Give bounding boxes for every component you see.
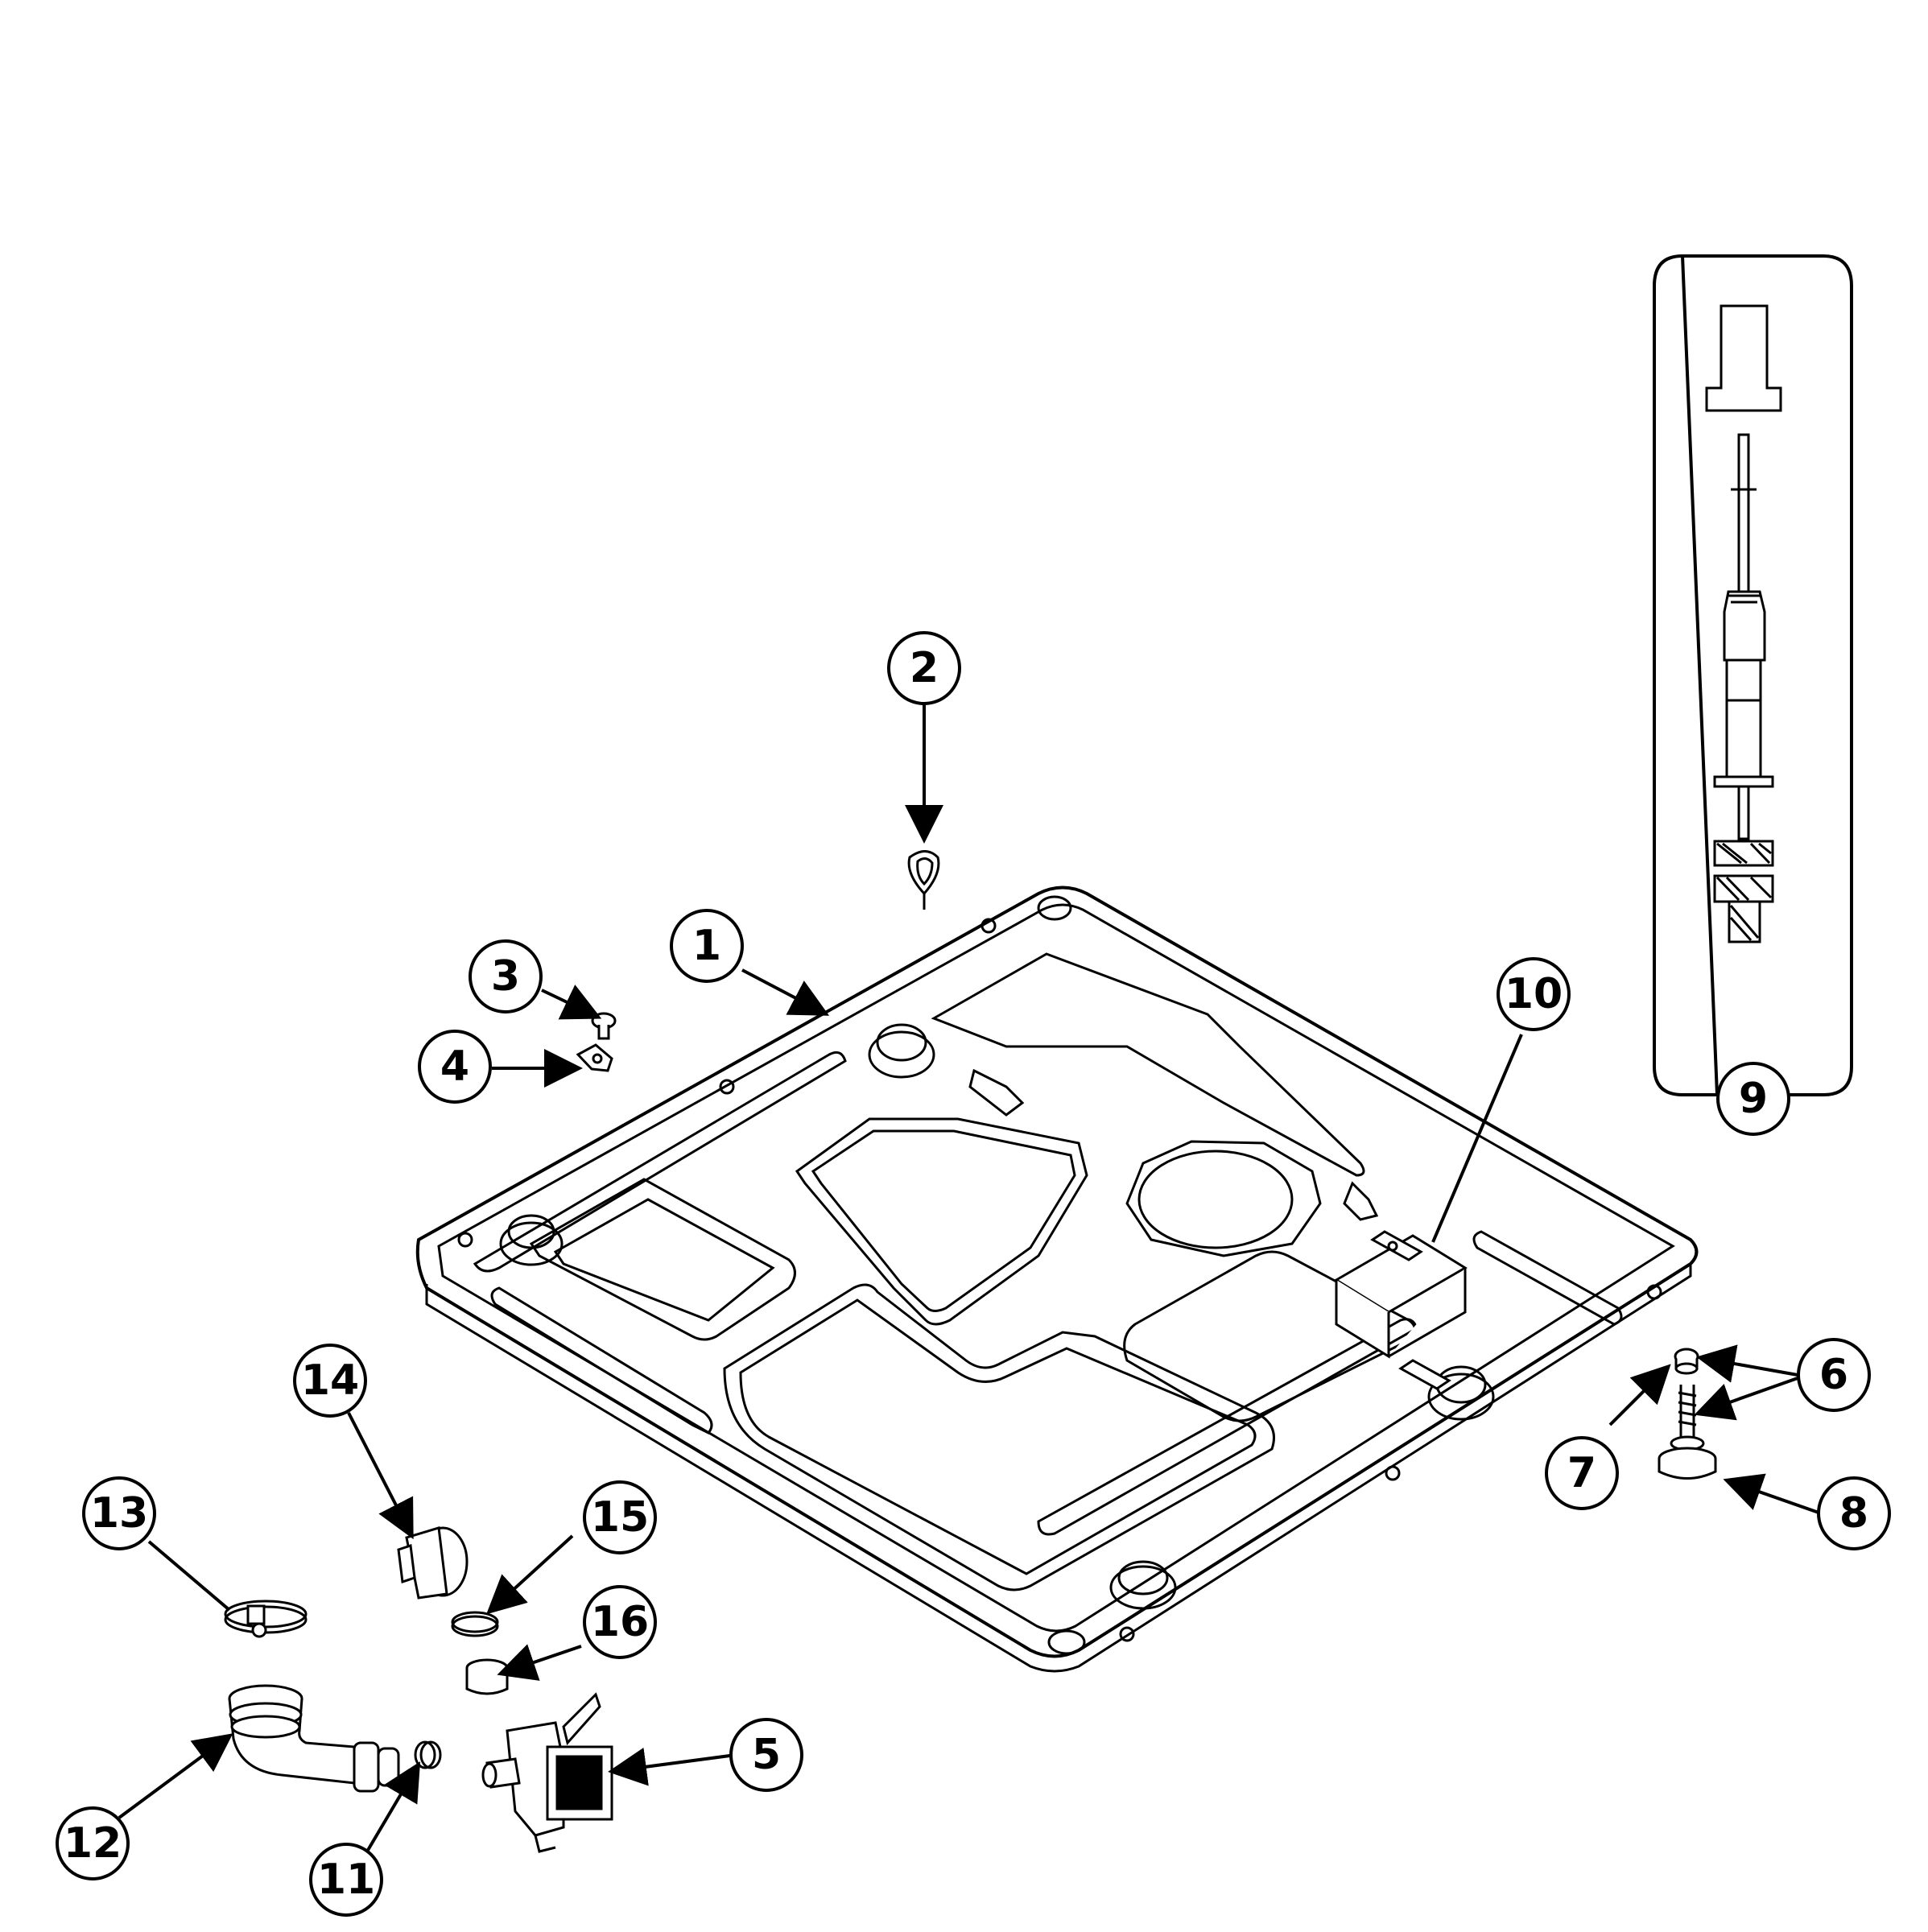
callout-10: 10 [1497,957,1571,1031]
screw [591,1012,617,1040]
pressure-switch [397,1526,469,1600]
clip-nut [576,1043,613,1072]
callout-13-label: 13 [90,1489,148,1538]
small-clamp [414,1740,442,1769]
callout-16-label: 16 [591,1598,649,1646]
ring-clamp [451,1611,499,1637]
drain-pump [481,1692,613,1853]
callout-12-label: 12 [64,1819,122,1868]
callout-7-label: 7 [1567,1449,1596,1497]
leveling-leg [1658,1348,1717,1480]
callout-3-label: 3 [491,952,520,1001]
leader-lines [118,704,1822,1853]
callout-6-label: 6 [1819,1351,1848,1399]
drain-elbow [228,1684,400,1793]
callout-14: 14 [293,1344,367,1418]
callout-11-label: 11 [317,1856,375,1904]
callout-9: 9 [1716,1062,1790,1136]
callout-14-label: 14 [301,1356,359,1405]
callout-1-label: 1 [692,922,721,970]
callout-8-label: 8 [1839,1489,1868,1538]
callout-16: 16 [583,1585,657,1659]
suspension-rod-inset [1653,254,1853,1096]
callout-11: 11 [309,1843,383,1917]
callout-10-label: 10 [1505,970,1563,1018]
callout-9-label: 9 [1739,1075,1768,1123]
callout-4-label: 4 [440,1042,469,1091]
callout-15-label: 15 [591,1493,649,1542]
callout-2-label: 2 [910,644,939,692]
suspension-rod [1705,304,1782,943]
callout-13: 13 [82,1476,156,1550]
wire-clip [907,850,940,910]
callout-8: 8 [1817,1476,1891,1550]
callout-7: 7 [1545,1436,1619,1510]
callout-5: 5 [729,1718,803,1792]
base-pan [415,886,1699,1673]
callout-6: 6 [1797,1338,1871,1412]
hose-clamp-large [224,1600,308,1638]
cap [465,1658,509,1695]
callout-2: 2 [887,631,961,705]
callout-4: 4 [418,1030,492,1104]
callout-15: 15 [583,1480,657,1554]
callout-3: 3 [469,939,543,1013]
callout-12: 12 [56,1806,130,1880]
mounting-bracket [1334,1230,1468,1390]
callout-1: 1 [670,909,744,983]
callout-5-label: 5 [752,1731,781,1779]
